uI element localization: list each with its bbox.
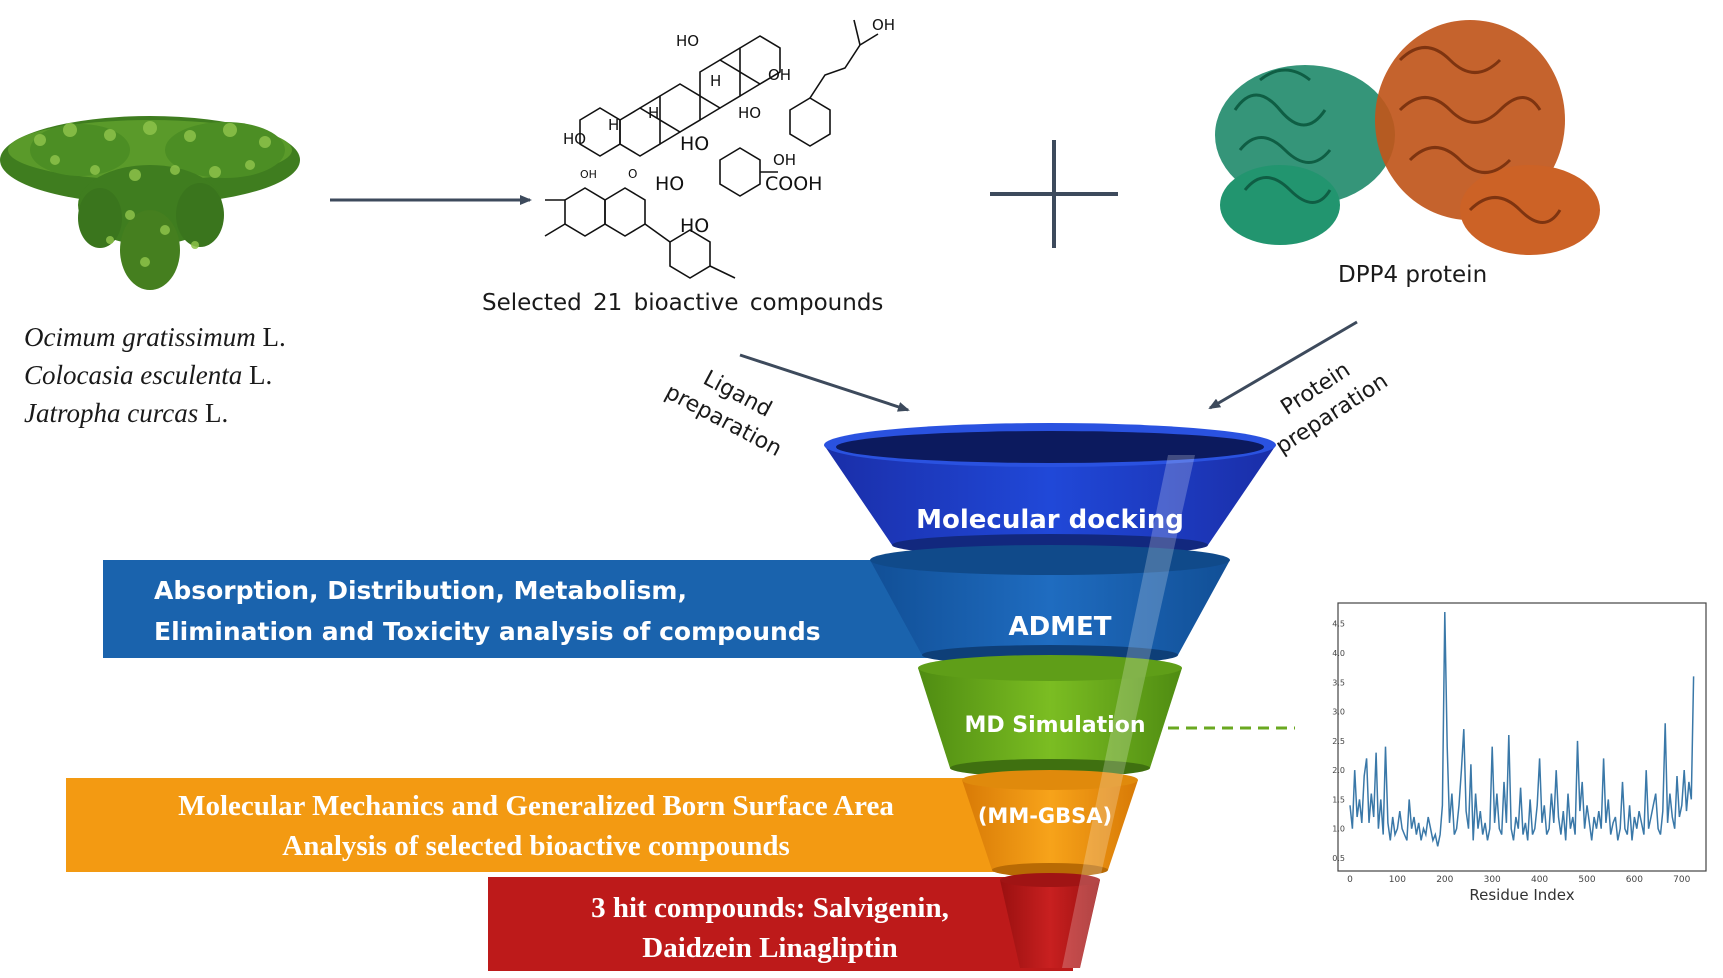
mmgbsa-band-text: Molecular Mechanics and Generalized Born… xyxy=(116,786,956,866)
funnel xyxy=(824,423,1276,968)
caffeic-acid-structure xyxy=(789,19,879,147)
chart-y-tick-label: 1.0 xyxy=(1332,825,1345,834)
chart-x-axis-label: Residue Index xyxy=(1469,886,1574,904)
atom-ho-gallic-left: HO xyxy=(655,173,684,195)
mmgbsa-band-line-1: Molecular Mechanics and Generalized Born… xyxy=(178,790,894,822)
hits-band-line-2: Daidzein Linagliptin xyxy=(642,932,898,964)
admet-band-line-2: Elimination and Toxicity analysis of com… xyxy=(154,617,821,646)
protein-label: DPP4 protein xyxy=(1338,262,1488,288)
chart-series-line xyxy=(1349,611,1695,847)
chart-x-tick-label: 300 xyxy=(1484,875,1501,885)
dpp4-protein-structure xyxy=(1215,20,1600,255)
plus-icon xyxy=(990,140,1118,248)
funnel-label-docking: Molecular docking xyxy=(916,505,1184,535)
admet-band xyxy=(103,560,1018,658)
atom-cooh: COOH xyxy=(765,173,822,195)
chemical-structures xyxy=(544,19,879,279)
funnel-label-md: MD Simulation xyxy=(964,713,1146,738)
arrow-ligand-preparation xyxy=(739,353,910,412)
funnel-stage-md xyxy=(918,655,1182,777)
funnel-highlight xyxy=(1062,455,1195,968)
chart-ticks: 0.5 1.0 1.5 2.0 2.5 3.0 3.5 4.0 4.5 0 100 200 300 400… xyxy=(1332,620,1690,885)
chart-x-tick-label: 200 xyxy=(1436,875,1453,885)
mmgbsa-band xyxy=(66,778,1066,872)
mmgbsa-band-line-2: Analysis of selected bioactive compounds xyxy=(282,830,790,862)
species-2-name: Colocasia esculenta xyxy=(24,360,243,390)
funnel-label-mmgbsa: (MM-GBSA) xyxy=(977,804,1113,828)
funnel-stage-docking xyxy=(824,423,1276,556)
plant-species-list: Ocimum gratissimum L. Colocasia esculent… xyxy=(24,318,286,432)
species-1: Ocimum gratissimum L. xyxy=(24,318,286,356)
admet-band-text: Absorption, Distribution, Metabolism, El… xyxy=(154,570,821,652)
atom-h3: H xyxy=(608,116,619,134)
chart-y-tick-label: 3.0 xyxy=(1332,708,1345,717)
flavone-structure xyxy=(544,187,736,279)
chart-series xyxy=(1349,611,1695,847)
chart-x-tick-label: 100 xyxy=(1389,875,1406,885)
funnel-stage-admet xyxy=(870,545,1230,665)
compounds-label: Selected 21 bioactive compounds xyxy=(482,290,884,316)
chart-y-tick-label: 2.5 xyxy=(1332,737,1345,746)
species-1-suffix: L. xyxy=(255,322,286,352)
atom-oh-flavone: OH xyxy=(580,168,597,181)
hits-band-line-1: 3 hit compounds: Salvigenin, xyxy=(591,892,949,924)
chart-y-tick-label: 3.5 xyxy=(1332,678,1345,687)
chart-x-tick-label: 500 xyxy=(1578,875,1595,885)
chart-frame xyxy=(1337,602,1707,872)
chart-y-tick-label: 0.5 xyxy=(1332,854,1345,863)
hits-band-text: 3 hit compounds: Salvigenin, Daidzein Li… xyxy=(500,888,1040,968)
atom-ho-left: HO xyxy=(563,130,586,148)
atom-h1: H xyxy=(710,72,721,90)
atom-o-flavone: O xyxy=(628,167,637,181)
atom-ho-top: HO xyxy=(676,32,699,50)
chart-x-tick-label: 400 xyxy=(1531,875,1548,885)
funnel-stage-hits xyxy=(1000,873,1100,968)
protein-chain-b xyxy=(1375,20,1600,255)
atom-oh-caffeic: OH xyxy=(773,151,796,169)
atom-ho-gallic-bottom: HO xyxy=(680,215,709,237)
triterpenoid-structure xyxy=(579,35,781,157)
atom-ho-gallic-top: HO xyxy=(680,133,709,155)
plant-illustration xyxy=(0,116,300,290)
hits-band xyxy=(488,877,1073,971)
gallic-labels: HO HO COOH HO xyxy=(655,133,822,237)
chart-y-tick-label: 2.0 xyxy=(1332,766,1345,775)
species-2-suffix: L. xyxy=(242,360,273,390)
protein-chain-a xyxy=(1215,65,1395,245)
chart-x-tick-label: 600 xyxy=(1626,875,1643,885)
funnel-label-admet: ADMET xyxy=(1008,612,1112,642)
arrow-protein-preparation xyxy=(1208,320,1358,410)
species-1-name: Ocimum gratissimum xyxy=(24,322,256,352)
chart-x-tick-label: 700 xyxy=(1673,875,1690,885)
species-3-name: Jatropha curcas xyxy=(24,398,199,428)
gallic-acid-structure xyxy=(719,147,778,197)
rmsf-chart: 0.5 1.0 1.5 2.0 2.5 3.0 3.5 4.0 4.5 0 100 200 300 400… xyxy=(1332,602,1707,904)
chart-x-tick-label: 0 xyxy=(1347,875,1353,885)
atom-labels: HO OH HO HO OH OH H H H OH O xyxy=(563,16,895,181)
species-3-suffix: L. xyxy=(198,398,229,428)
funnel-stage-mmgbsa xyxy=(962,770,1138,877)
chart-y-tick-label: 4.0 xyxy=(1332,649,1345,658)
atom-h2: H xyxy=(648,104,659,122)
atom-ho-acid: HO xyxy=(738,104,761,122)
species-2: Colocasia esculenta L. xyxy=(24,356,286,394)
species-3: Jatropha curcas L. xyxy=(24,394,286,432)
chart-y-tick-label: 1.5 xyxy=(1332,795,1345,804)
atom-oh-ring: OH xyxy=(768,66,791,84)
admet-band-line-1: Absorption, Distribution, Metabolism, xyxy=(154,576,687,605)
chart-y-tick-label: 4.5 xyxy=(1332,620,1345,629)
atom-oh-acid: OH xyxy=(872,16,895,34)
